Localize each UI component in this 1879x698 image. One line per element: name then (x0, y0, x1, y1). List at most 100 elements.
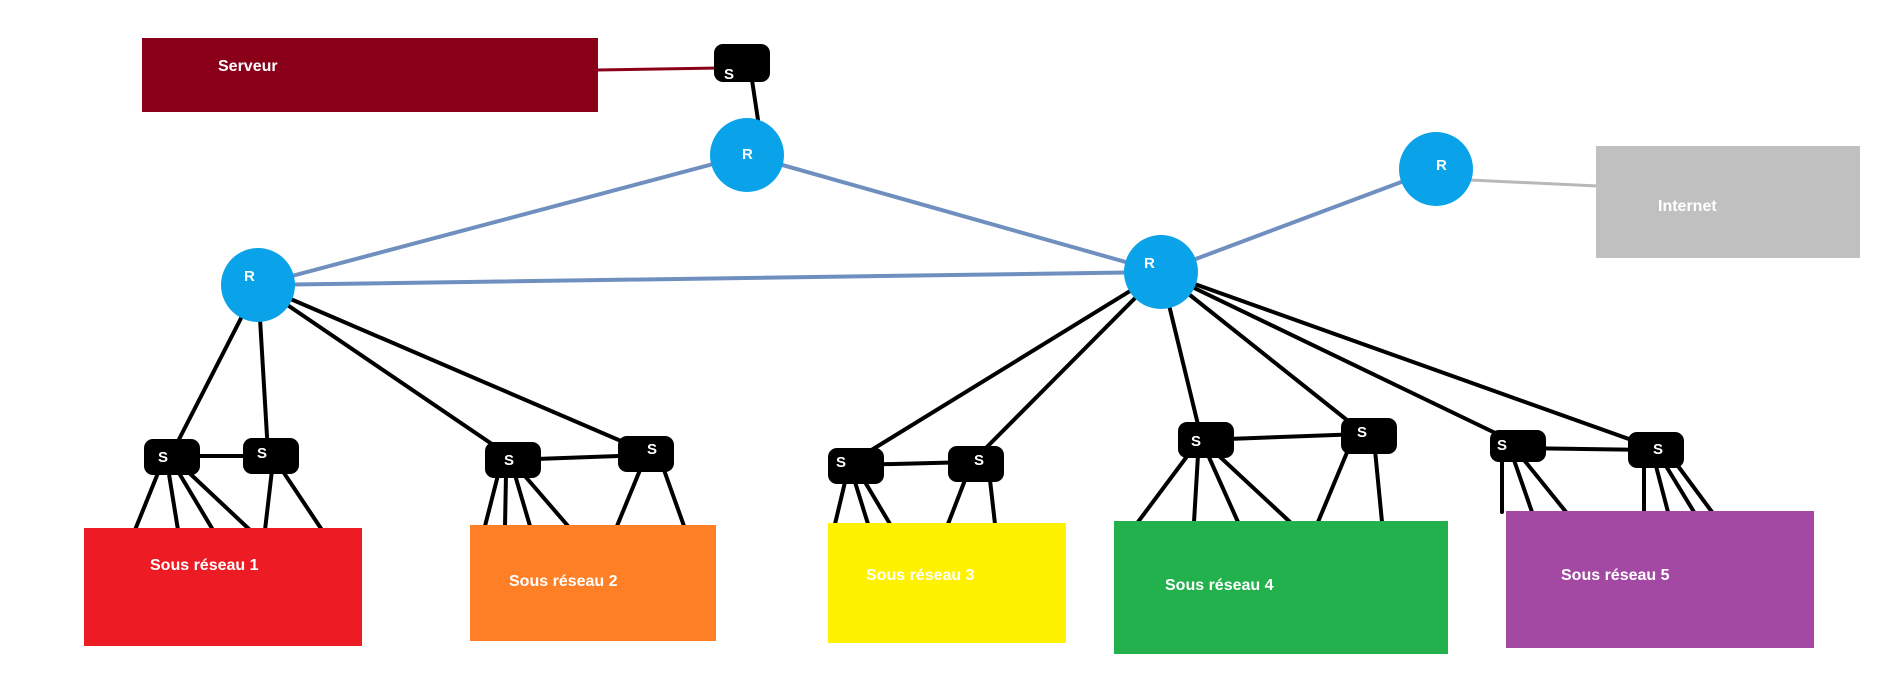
drop-link (863, 480, 892, 526)
link (850, 270, 1163, 464)
drop-link (1192, 453, 1200, 524)
switch-label: S (257, 445, 267, 462)
subnet-box (470, 525, 716, 641)
drop-link (522, 473, 570, 528)
link (1159, 270, 1656, 450)
internet-link (1469, 178, 1599, 188)
switch: S (1490, 430, 1546, 462)
switch-label: S (1191, 433, 1201, 450)
drop-link (853, 480, 870, 526)
switch: S (144, 439, 200, 475)
switch: S (1628, 432, 1684, 468)
router-circle (1124, 235, 1198, 309)
subnet-box (1506, 511, 1814, 648)
switch-body (1490, 430, 1546, 462)
switch: S (243, 438, 299, 474)
links (133, 66, 1714, 532)
internet-box: Internet (1596, 146, 1860, 258)
subnet-box (828, 523, 1066, 643)
drop-link (513, 473, 532, 528)
switch-body (618, 436, 674, 472)
drop-link (1216, 453, 1292, 524)
switch-body (144, 439, 200, 475)
backbone-link (1159, 167, 1438, 274)
router-label: R (742, 146, 753, 163)
switch-body (1628, 432, 1684, 468)
router-circle (710, 118, 784, 192)
drop-link (483, 473, 500, 528)
router-label: R (244, 268, 255, 285)
drop-link (1512, 458, 1534, 514)
switch: S (1341, 418, 1397, 454)
drop-link (615, 468, 642, 528)
subnet-box (84, 528, 362, 646)
subnet-label: Sous réseau 3 (866, 567, 975, 584)
switch: S (485, 442, 541, 478)
drop-link (503, 473, 508, 528)
switch-body (1341, 418, 1397, 454)
switch-body (714, 44, 770, 82)
drop-link (263, 468, 274, 532)
router-circle (1399, 132, 1473, 206)
server-label: Serveur (218, 58, 278, 75)
switch-label: S (504, 452, 514, 469)
switch-body (485, 442, 541, 478)
link (750, 78, 760, 122)
internet-label: Internet (1658, 198, 1717, 215)
server-link (596, 66, 721, 72)
drop-link (182, 466, 252, 532)
router-label: R (1144, 255, 1155, 272)
subnet-label: Sous réseau 5 (1561, 567, 1670, 584)
switch-label: S (158, 449, 168, 466)
router: R (221, 248, 295, 322)
router-circle (221, 248, 295, 322)
drop-link (946, 478, 967, 526)
link (1159, 270, 1364, 434)
router: R (710, 118, 784, 192)
drop-link (174, 466, 215, 532)
drop-link (280, 468, 324, 532)
drop-link (833, 480, 847, 526)
drop-link (1206, 453, 1240, 524)
drop-link (133, 466, 162, 532)
drop-link (1373, 448, 1384, 524)
server-box: Serveur (142, 38, 598, 112)
drop-link (662, 468, 686, 528)
switch: S (828, 448, 884, 484)
subnet-box (1114, 521, 1448, 654)
subnet-label: Sous réseau 1 (150, 557, 259, 574)
subnet-3: Sous réseau 3 (828, 523, 1066, 643)
switch: S (714, 44, 770, 83)
subnet-label: Sous réseau 2 (509, 573, 618, 590)
drop-link (1664, 464, 1696, 514)
drop-link (1676, 464, 1714, 514)
internet-box-bg (1596, 146, 1860, 258)
subnet-5: Sous réseau 5 (1506, 511, 1814, 648)
drop-link (1316, 448, 1350, 524)
switch-label: S (1653, 441, 1663, 458)
switch-body (948, 446, 1004, 482)
server-box-bg (142, 38, 598, 112)
link (1159, 270, 1518, 445)
link (256, 283, 510, 457)
subnet-4: Sous réseau 4 (1114, 521, 1448, 654)
switch-label: S (836, 454, 846, 471)
switch-body (828, 448, 884, 484)
switch: S (618, 436, 674, 472)
subnet-1: Sous réseau 1 (84, 528, 362, 646)
switch-label: S (1357, 424, 1367, 441)
switch-label: S (647, 441, 657, 458)
switch-label: S (724, 66, 734, 83)
drop-link (988, 478, 997, 526)
backbone-link (256, 270, 1163, 287)
drop-link (1136, 453, 1190, 524)
switch-body (1178, 422, 1234, 458)
link (256, 283, 644, 452)
router-label: R (1436, 157, 1447, 174)
switch: S (1178, 422, 1234, 458)
drop-link (1654, 464, 1670, 514)
switch: S (948, 446, 1004, 482)
switch-body (243, 438, 299, 474)
switch-label: S (974, 452, 984, 469)
